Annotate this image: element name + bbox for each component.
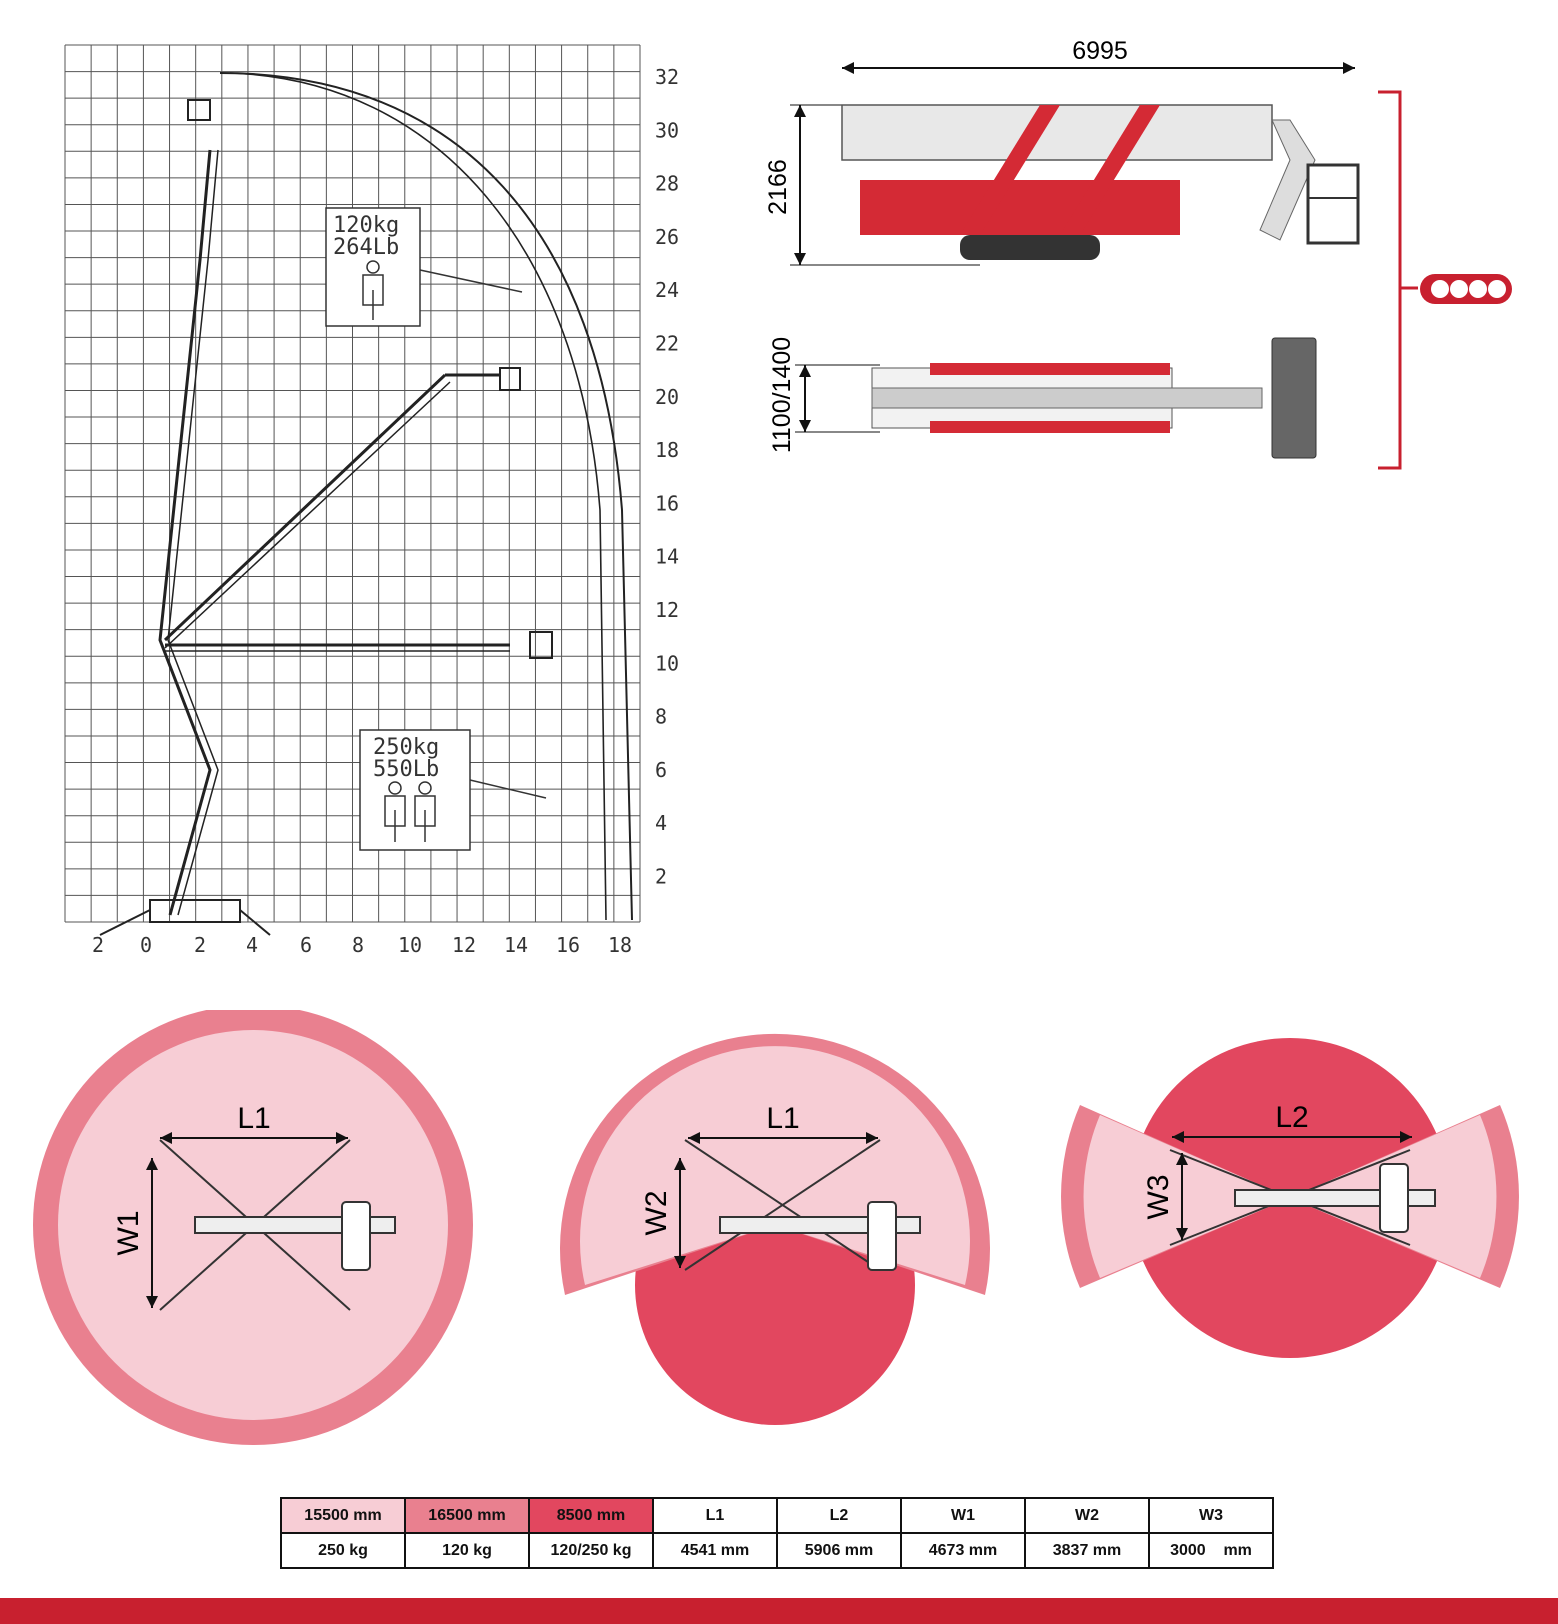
- basket-diagonal: [499, 367, 521, 391]
- table-cell: 250 kg: [280, 1532, 406, 1569]
- y-tick-label: 8: [655, 705, 667, 729]
- load-kg-label: 120kg: [333, 213, 399, 238]
- machine-dimensions: 6995 2166 1100/1400: [764, 37, 1512, 470]
- table-cell: 4541 mm: [652, 1532, 778, 1569]
- table-cell: 3000 mm: [1148, 1532, 1274, 1569]
- load-lb-label: 264Lb: [333, 235, 399, 260]
- y-tick-label: 4: [655, 811, 667, 835]
- y-tick-label: 32: [655, 65, 679, 89]
- table-cell: W2: [1024, 1497, 1150, 1534]
- x-tick-label: 16: [556, 933, 580, 957]
- table-row: 250 kg 120 kg 120/250 kg 4541 mm 5906 mm…: [280, 1532, 1274, 1569]
- table-cell: 120 kg: [404, 1532, 530, 1569]
- views-bracket: [1378, 90, 1402, 470]
- plan-width-label: W2: [640, 1191, 673, 1236]
- load-box-250kg: 250kg 550Lb: [359, 729, 547, 851]
- table-cell: 8500 mm: [528, 1497, 654, 1534]
- machine-side-view: [841, 104, 1360, 260]
- table-cell: L1: [652, 1497, 778, 1534]
- table-cell: L2: [776, 1497, 902, 1534]
- plan-partial-outriggers: L1 W2: [559, 1033, 991, 1425]
- table-header-row: 15500 mm 16500 mm 8500 mm L1 L2 W1 W2 W3: [280, 1497, 1274, 1534]
- x-tick-label: 18: [608, 933, 632, 957]
- y-tick-label: 12: [655, 598, 679, 622]
- width-value: 1100/1400: [768, 337, 796, 453]
- outrigger-plans: L1 W1 L1 W2: [33, 1010, 1519, 1445]
- person-icon: [362, 260, 384, 320]
- plan-length-label: L1: [237, 1102, 270, 1135]
- length-value: 6995: [1072, 37, 1128, 65]
- x-axis-tick-labels: 2 0 2 4 6 8 10 12 14 16 18: [92, 933, 632, 957]
- load-box-120kg: 120kg 264Lb: [325, 207, 523, 327]
- person-icon: [414, 781, 436, 842]
- person-icon: [384, 781, 406, 842]
- y-tick-label: 28: [655, 172, 679, 196]
- basket-top: [187, 99, 211, 121]
- grid-lines: [64, 44, 641, 923]
- inner-reach-envelope: [229, 72, 607, 921]
- y-tick-label: 2: [655, 865, 667, 889]
- plan-length-label: L1: [766, 1102, 799, 1135]
- load-kg-label: 250kg: [373, 735, 439, 760]
- x-tick-label: 2: [194, 933, 206, 957]
- y-tick-label: 18: [655, 438, 679, 462]
- table-cell: 16500 mm: [404, 1497, 530, 1534]
- y-tick-label: 10: [655, 651, 679, 675]
- x-tick-label: 6: [300, 933, 312, 957]
- table-cell: W3: [1148, 1497, 1274, 1534]
- spec-table: 15500 mm 16500 mm 8500 mm L1 L2 W1 W2 W3…: [280, 1497, 1274, 1569]
- y-tick-label: 24: [655, 278, 679, 302]
- plan-full-outriggers: L1 W1: [33, 1010, 473, 1445]
- y-tick-label: 16: [655, 491, 679, 515]
- table-cell: 15500 mm: [280, 1497, 406, 1534]
- x-tick-label: 0: [140, 933, 152, 957]
- y-tick-label: 26: [655, 225, 679, 249]
- x-tick-label: 4: [246, 933, 258, 957]
- plan-width-label: W3: [1142, 1175, 1175, 1220]
- plan-length-label: L2: [1275, 1101, 1308, 1134]
- table-cell: 3837 mm: [1024, 1532, 1150, 1569]
- table-cell: 4673 mm: [900, 1532, 1026, 1569]
- x-tick-label: 2: [92, 933, 104, 957]
- boom-diagonal: [163, 373, 500, 649]
- footer-bar: [0, 1598, 1558, 1624]
- crawler-track-icon: [1420, 274, 1512, 304]
- boom-vertical: [158, 149, 219, 916]
- table-cell: 120/250 kg: [528, 1532, 654, 1569]
- x-tick-label: 12: [452, 933, 476, 957]
- plan-narrow-outriggers: L2 W3: [1061, 1038, 1519, 1358]
- x-tick-label: 10: [398, 933, 422, 957]
- load-lb-label: 550Lb: [373, 757, 439, 782]
- y-tick-label: 6: [655, 758, 667, 782]
- height-value: 2166: [764, 159, 792, 215]
- outer-reach-envelope: [219, 72, 633, 921]
- boom-horizontal: [165, 643, 510, 652]
- y-tick-label: 22: [655, 332, 679, 356]
- y-tick-label: 14: [655, 545, 679, 569]
- x-tick-label: 8: [352, 933, 364, 957]
- y-axis-tick-labels: 32 30 28 26 24 22 20 18 16 14 12 10 8 6 4 2: [655, 65, 679, 889]
- plan-width-label: W1: [112, 1211, 145, 1256]
- machine-base: [99, 899, 271, 936]
- basket-horizontal: [529, 631, 553, 659]
- y-tick-label: 20: [655, 385, 679, 409]
- x-tick-label: 14: [504, 933, 528, 957]
- table-cell: 5906 mm: [776, 1532, 902, 1569]
- y-tick-label: 30: [655, 118, 679, 142]
- table-cell: W1: [900, 1497, 1026, 1534]
- machine-top-view: [871, 337, 1317, 459]
